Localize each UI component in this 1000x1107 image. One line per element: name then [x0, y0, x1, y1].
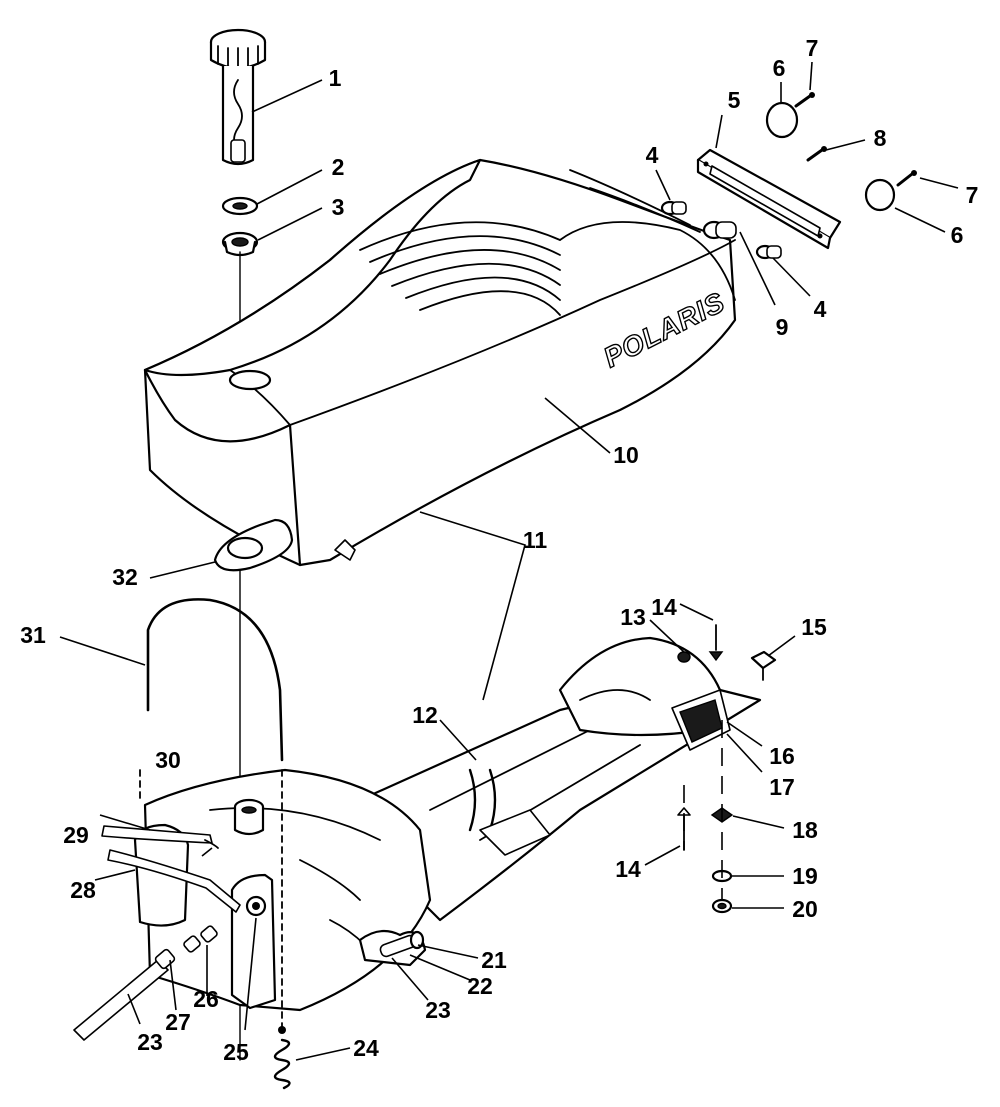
taillight-bracket [696, 148, 842, 250]
callout-6-upper: 6 [773, 55, 786, 81]
callout-11: 11 [523, 527, 548, 553]
screw-upper [794, 92, 815, 108]
fastener-14-upper [708, 624, 724, 662]
callout-16: 16 [769, 743, 795, 769]
callout-28: 28 [70, 877, 96, 903]
callout-8: 8 [874, 125, 887, 151]
fuel-lines [73, 825, 241, 1041]
callout-23-right: 23 [425, 997, 451, 1023]
callout-25: 25 [223, 1039, 249, 1065]
callout-6-lower: 6 [951, 222, 964, 248]
callout-18: 18 [792, 817, 818, 843]
reflector-lower [864, 178, 896, 212]
callout-15: 15 [801, 614, 827, 640]
seat-pad [213, 518, 294, 572]
callout-1: 1 [329, 65, 342, 91]
lamp-socket [702, 220, 737, 240]
nut-20 [711, 898, 733, 914]
callout-27: 27 [165, 1009, 191, 1035]
seat-cover: POLARIS [143, 158, 737, 567]
callout-12: 12 [412, 702, 438, 728]
callout-29: 29 [63, 822, 89, 848]
callout-3: 3 [332, 194, 345, 220]
screw-lower [896, 170, 917, 187]
callout-31: 31 [20, 622, 46, 648]
callout-7-lower: 7 [966, 182, 979, 208]
callout-24: 24 [353, 1035, 379, 1061]
filler-grommet [233, 798, 265, 836]
seat-strap [146, 598, 284, 762]
reflector-upper [765, 101, 799, 139]
callout-9: 9 [776, 314, 789, 340]
callout-17: 17 [769, 774, 795, 800]
callout-23-left: 23 [137, 1029, 163, 1055]
callout-20: 20 [792, 896, 818, 922]
callout-2: 2 [332, 154, 345, 180]
fuel-cap-gauge [209, 28, 267, 166]
callout-10: 10 [613, 442, 639, 468]
callout-19: 19 [792, 863, 818, 889]
tank-spring [273, 1026, 291, 1090]
callout-22: 22 [467, 973, 493, 999]
cap-grommet [221, 231, 259, 257]
callout-14-lower: 14 [615, 856, 641, 882]
fastener-13 [677, 651, 691, 663]
clip-15 [750, 650, 777, 681]
screw-center [806, 146, 827, 162]
cap-washer [221, 196, 259, 216]
bumper-stud-upper [660, 200, 687, 216]
callout-30: 30 [155, 747, 181, 773]
fuel-tank [143, 768, 432, 1012]
leader-lines [59, 61, 959, 1061]
callout-26: 26 [193, 986, 219, 1012]
callout-32: 32 [112, 564, 138, 590]
callout-7-upper: 7 [806, 35, 819, 61]
seat-base [358, 636, 762, 922]
callout-5: 5 [728, 87, 741, 113]
callout-4-lower: 4 [814, 296, 827, 322]
callout-labels: 1 2 3 4 4 5 6 6 7 7 8 9 10 11 12 13 14 1… [20, 35, 978, 1065]
bumper-stud-lower [755, 244, 782, 260]
callout-14-upper: 14 [651, 594, 677, 620]
callout-4-upper: 4 [646, 142, 659, 168]
callout-21: 21 [481, 947, 507, 973]
callout-13: 13 [620, 604, 646, 630]
